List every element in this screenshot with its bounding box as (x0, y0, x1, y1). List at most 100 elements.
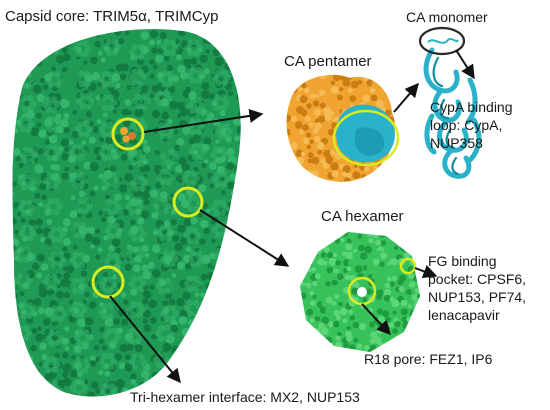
capsid-blob (236, 93, 241, 101)
capsid-petal (54, 329, 61, 337)
capsid-blob (97, 247, 103, 253)
capsid-blob (234, 38, 241, 46)
capsid-blob (217, 254, 227, 264)
capsid-petal (101, 131, 108, 139)
pentamer-blob (323, 149, 331, 158)
capsid-petal (129, 256, 136, 263)
arrow-to-hexamer (199, 209, 290, 267)
capsid-petal (198, 123, 205, 131)
capsid-petal (158, 325, 165, 332)
hexamer-blob (415, 332, 420, 338)
pentamer-blob (286, 74, 290, 79)
capsid-blob (100, 216, 107, 223)
hexamer-blob (400, 308, 408, 316)
capsid-blob (62, 391, 69, 397)
capsid-petal (68, 306, 76, 313)
arrow-to-monomer (393, 82, 419, 113)
ca-monomer (418, 26, 482, 179)
capsid-blob (179, 309, 188, 319)
capsid-blob (241, 175, 250, 184)
capsid-blob (207, 38, 214, 45)
capsid-blob (105, 29, 110, 35)
capsid-blob (142, 318, 148, 324)
capsid-petal (211, 335, 218, 342)
hexamer-blob (402, 321, 411, 330)
capsid-petal (17, 283, 24, 290)
capsid-blob (141, 369, 150, 379)
capsid-petal (107, 71, 115, 78)
pentamer-blob (290, 142, 298, 150)
hexamer-blob (353, 238, 358, 243)
fg-pocket-ring (399, 257, 417, 275)
capsid-blob (20, 58, 26, 64)
hexamer-blob (417, 324, 420, 332)
trihexamer-site-ring (91, 265, 125, 299)
capsid-blob (178, 156, 187, 165)
capsid-blob (130, 219, 136, 226)
pentamer-blob (338, 185, 346, 193)
capsid-petal (211, 99, 218, 106)
capsid-blob (118, 38, 125, 45)
capsid-petal (46, 172, 53, 179)
capsid-petal (72, 182, 79, 189)
capsid-petal (107, 363, 114, 370)
capsid-blob (171, 273, 177, 278)
capsid-petal (215, 248, 222, 255)
capsid-petal (107, 222, 115, 229)
capsid-petal (110, 357, 117, 365)
capsid-blob (233, 29, 241, 31)
capsid-petal (112, 338, 119, 345)
pentamer-blob (299, 109, 308, 117)
capsid-blob (120, 54, 130, 64)
capsid-blob (198, 344, 207, 353)
capsid-petal (192, 227, 199, 234)
pentamer-blob (336, 94, 343, 101)
capsid-petal (217, 364, 224, 372)
capsid-petal (100, 313, 108, 320)
hexamer-blob (414, 288, 420, 294)
capsid-blob (137, 217, 145, 225)
hexamer-blob (329, 232, 337, 238)
capsid-blob (233, 283, 241, 291)
capsid-blob (12, 191, 15, 198)
hexamer-blob (392, 310, 397, 315)
capsid-blob (14, 91, 19, 96)
hexamer-site-ring (172, 186, 204, 218)
hexamer-blob (301, 274, 306, 279)
capsid-blob (183, 377, 193, 387)
hexamer-blob (300, 285, 302, 294)
hexamer-blob (309, 246, 317, 254)
capsid-petal (26, 173, 34, 181)
capsid-blob (207, 362, 214, 370)
capsid-petal (112, 327, 119, 335)
capsid-petal (129, 122, 137, 130)
pentamer-blob (306, 144, 312, 150)
capsid-petal (110, 171, 117, 178)
capsid-petal (60, 256, 67, 263)
hexamer-blob (366, 232, 373, 237)
capsid-blob (199, 238, 206, 245)
capsid-blob (240, 156, 241, 162)
capsid-petal (54, 71, 61, 78)
hexamer-blob (300, 285, 308, 293)
capsid-blob (31, 44, 40, 53)
capsid-petal (110, 149, 118, 156)
capsid-blob (53, 164, 61, 172)
capsid-blob (60, 298, 70, 307)
hexamer-blob (300, 274, 302, 279)
capsid-blob (231, 63, 239, 71)
capsid-petal (55, 43, 62, 50)
capsid-blob (159, 244, 165, 249)
capsid-blob (142, 290, 152, 299)
capsid-petal (162, 90, 170, 97)
hexamer-blob (312, 223, 318, 229)
pentamer-blob (365, 180, 373, 182)
capsid-blob (197, 362, 204, 369)
capsid-blob (149, 93, 155, 99)
capsid-blob (176, 101, 185, 110)
capsid-petal (110, 282, 118, 289)
capsid-petal (28, 157, 35, 164)
capsid-petal (139, 154, 146, 161)
capsid-petal (82, 227, 89, 234)
capsid-petal (81, 384, 89, 391)
